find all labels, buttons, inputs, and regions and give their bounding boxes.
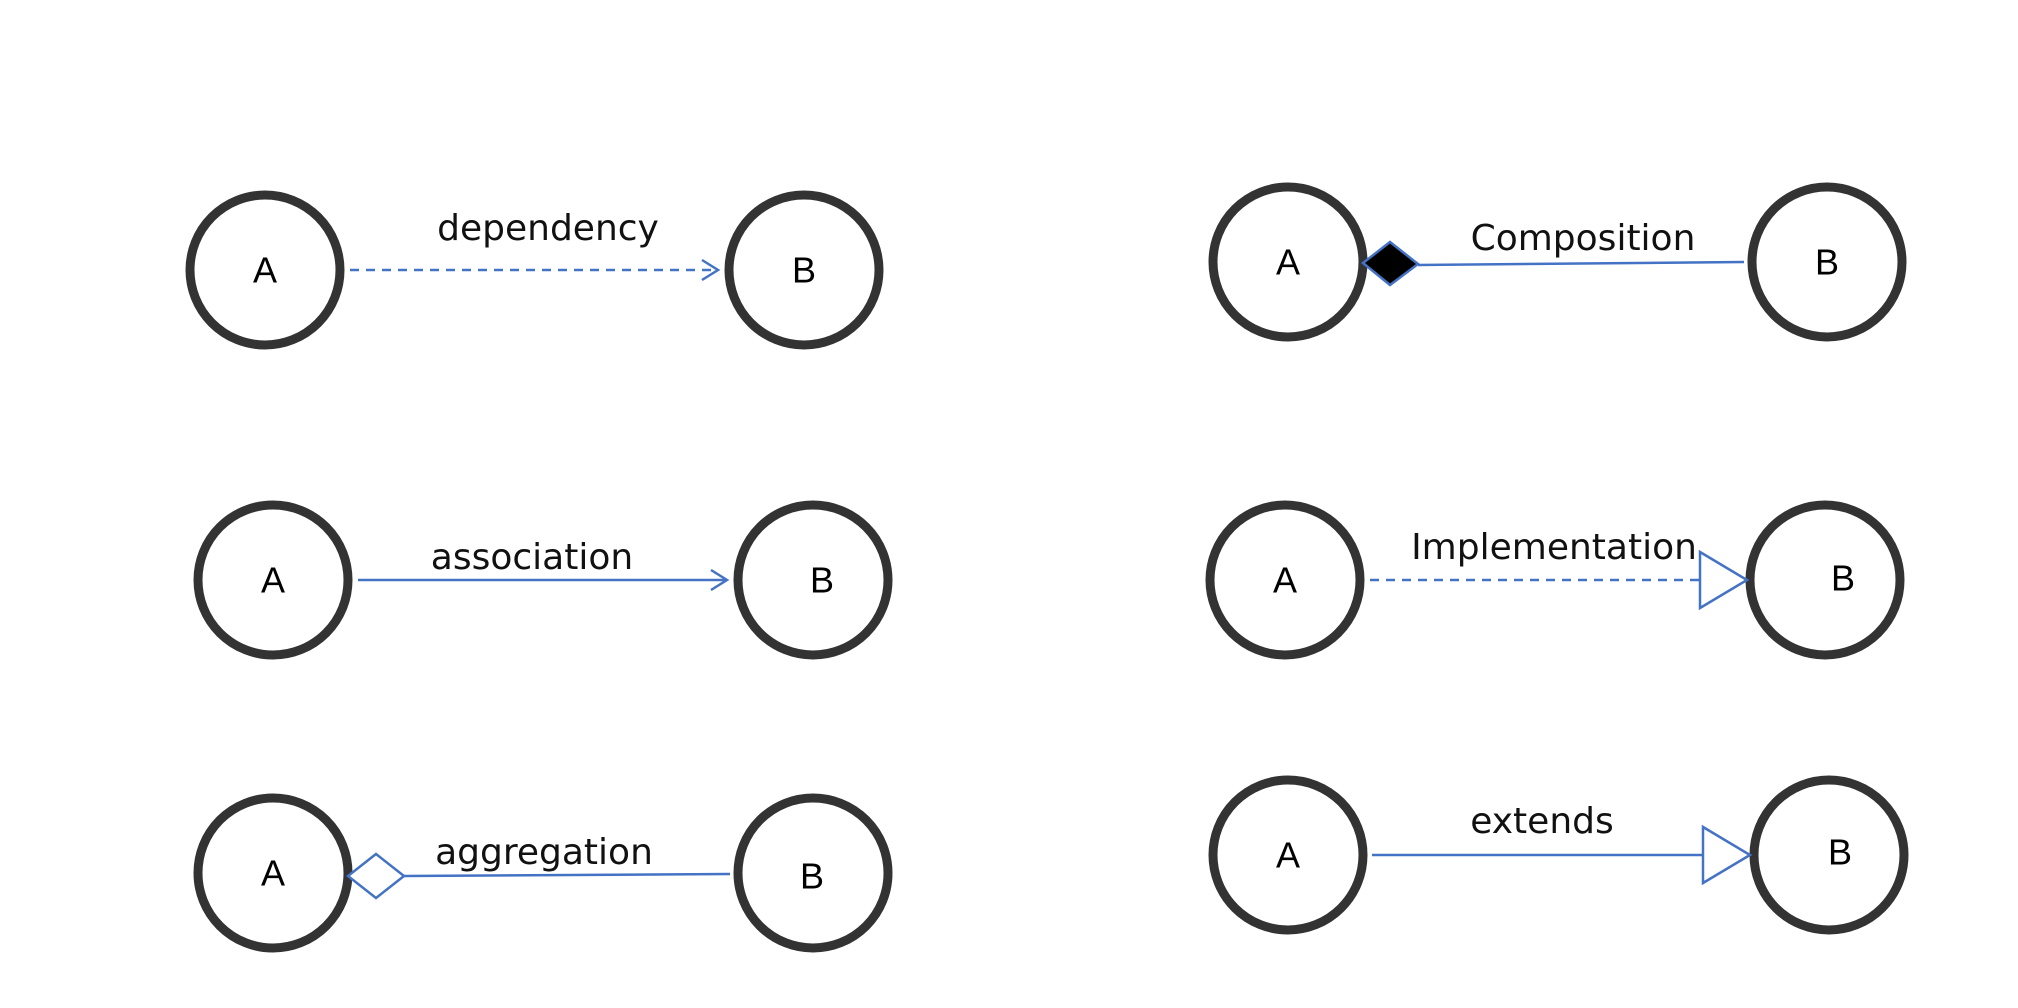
- association-label: association: [431, 537, 633, 578]
- node-a-circle[interactable]: [185, 190, 345, 350]
- open-arrow-head: [710, 568, 730, 592]
- aggregation-relation: A B aggregation: [193, 793, 893, 953]
- filled-diamond-icon: [1360, 240, 1421, 287]
- extends-label: extends: [1470, 801, 1614, 842]
- aggregation-connector[interactable]: [403, 872, 731, 878]
- node-b-label: B: [1815, 242, 1839, 283]
- implementation-relation: A B Implementation: [1205, 500, 1905, 660]
- implementation-label: Implementation: [1411, 527, 1697, 568]
- node-b-label: B: [1828, 832, 1852, 873]
- node-b-label: B: [1831, 558, 1855, 599]
- node-b-circle[interactable]: [1747, 182, 1907, 342]
- open-arrow-head: [701, 258, 721, 282]
- node-a-label: A: [1276, 242, 1300, 283]
- node-a-label: A: [1273, 560, 1297, 601]
- aggregation-label: aggregation: [435, 832, 653, 873]
- node-a-label: A: [253, 250, 277, 291]
- dependency-label: dependency: [437, 208, 659, 249]
- dependency-relation: A B dependency: [185, 190, 884, 350]
- hollow-triangle-icon: [1698, 549, 1750, 611]
- association-relation: A B association: [193, 500, 893, 660]
- node-b-circle[interactable]: [724, 190, 884, 350]
- node-b-label: B: [810, 560, 834, 601]
- node-b-circle[interactable]: [1749, 775, 1909, 935]
- node-a-circle[interactable]: [1208, 775, 1368, 935]
- node-a-circle[interactable]: [1205, 500, 1365, 660]
- hollow-diamond-icon: [345, 852, 407, 900]
- extends-relation: A B extends: [1208, 775, 1909, 935]
- node-a-circle[interactable]: [193, 500, 353, 660]
- node-b-circle[interactable]: [1745, 500, 1905, 660]
- composition-relation: A B Composition: [1208, 182, 1907, 342]
- composition-label: Composition: [1471, 218, 1696, 259]
- hollow-triangle-icon: [1701, 824, 1753, 886]
- node-b-label: B: [800, 856, 824, 897]
- node-a-label: A: [261, 853, 285, 894]
- node-b-circle[interactable]: [733, 500, 893, 660]
- node-b-label: B: [792, 250, 816, 291]
- node-b-circle[interactable]: [733, 793, 893, 953]
- node-a-label: A: [1276, 835, 1300, 876]
- composition-connector[interactable]: [1417, 260, 1745, 267]
- node-a-label: A: [261, 560, 285, 601]
- node-a-circle[interactable]: [193, 793, 353, 953]
